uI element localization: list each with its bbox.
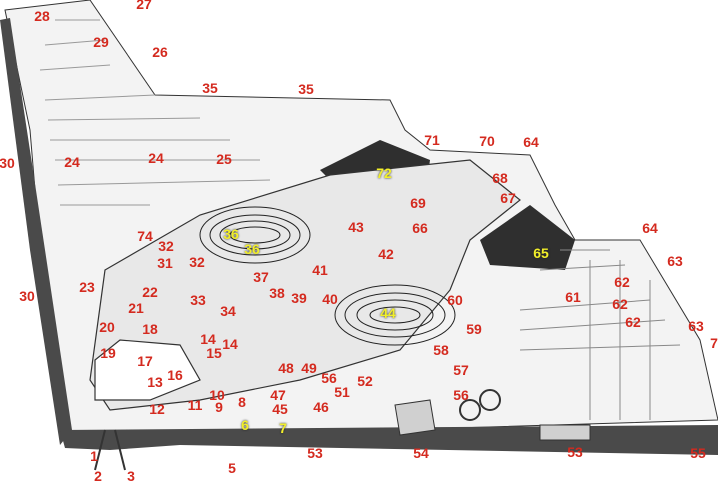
callout-label: 71 [424, 132, 440, 148]
callout-label: 39 [291, 290, 307, 306]
callout-label: 27 [136, 0, 152, 12]
callout-label: 17 [137, 353, 153, 369]
callout-label: 59 [466, 321, 482, 337]
callout-label: 64 [523, 134, 539, 150]
callout-label: 1 [90, 448, 98, 464]
callout-label: 24 [64, 154, 80, 170]
callout-label: 28 [34, 8, 50, 24]
callout-label: 65 [533, 245, 549, 261]
callout-label: 24 [148, 150, 164, 166]
lower-skin [60, 425, 718, 455]
callout-label: 35 [298, 81, 314, 97]
callout-label: 52 [357, 373, 373, 389]
callout-label: 56 [453, 387, 469, 403]
callout-label: 64 [642, 220, 658, 236]
callout-label: 36 [244, 241, 260, 257]
callout-label: 12 [149, 401, 165, 417]
wing-ribs [39, 19, 271, 206]
callout-label: 34 [220, 303, 236, 319]
callout-label: 15 [206, 345, 222, 361]
cockpit-canopy [94, 339, 201, 401]
callout-label: 72 [376, 165, 392, 181]
callout-label: 53 [567, 444, 583, 460]
callout-label: 32 [189, 254, 205, 270]
callout-label: 13 [147, 374, 163, 390]
callout-label: 37 [253, 269, 269, 285]
callout-label: 43 [348, 219, 364, 235]
callout-label: 49 [301, 360, 317, 376]
right-wing-ribs [519, 249, 681, 420]
callout-label: 40 [322, 291, 338, 307]
callout-label: 19 [100, 345, 116, 361]
leading-edge-skin [0, 18, 72, 445]
callout-label: 67 [500, 190, 516, 206]
callout-label: 36 [223, 226, 239, 242]
callout-label: 53 [307, 445, 323, 461]
callout-label: 68 [492, 170, 508, 186]
landing-gear [94, 389, 501, 471]
callout-label: 46 [313, 399, 329, 415]
bay-door [539, 424, 591, 441]
callout-label: 38 [269, 285, 285, 301]
callout-label: 42 [378, 246, 394, 262]
callout-label: 62 [614, 274, 630, 290]
callout-label: 54 [413, 445, 429, 461]
callout-label: 45 [272, 401, 288, 417]
callout-label: 5 [228, 460, 236, 476]
callout-label: 70 [479, 133, 495, 149]
callout-label: 3 [127, 468, 135, 484]
callout-label: 30 [19, 288, 35, 304]
callout-label: 31 [157, 255, 173, 271]
callout-label: 16 [167, 367, 183, 383]
callout-label: 62 [625, 314, 641, 330]
callout-label: 69 [410, 195, 426, 211]
callout-label: 29 [93, 34, 109, 50]
callout-label: 33 [190, 292, 206, 308]
callout-label: 6 [241, 417, 249, 433]
engine-bay-wall-lower [480, 205, 575, 270]
callout-label: 63 [688, 318, 704, 334]
callout-label: 74 [137, 228, 153, 244]
callout-label: 7 [279, 420, 287, 436]
callout-label: 8 [238, 394, 246, 410]
callout-label: 56 [321, 370, 337, 386]
callout-label: 11 [187, 397, 203, 413]
callout-label: 26 [152, 44, 168, 60]
callout-label: 22 [142, 284, 158, 300]
callout-label: 66 [412, 220, 428, 236]
callout-label: 44 [380, 305, 396, 321]
callout-label: 55 [690, 445, 706, 461]
callout-label: 51 [334, 384, 350, 400]
callout-label: 23 [79, 279, 95, 295]
callout-label: 57 [453, 362, 469, 378]
bay-door [394, 399, 436, 436]
callout-label: 60 [447, 292, 463, 308]
callout-label: 63 [667, 253, 683, 269]
callout-label: 32 [158, 238, 174, 254]
callout-label: 18 [142, 321, 158, 337]
callout-label: 41 [312, 262, 328, 278]
engine-upper [199, 206, 311, 264]
callout-label: 47 [270, 387, 286, 403]
callout-label: 61 [565, 289, 581, 305]
callout-label: 30 [0, 155, 15, 171]
callout-label: 14 [200, 331, 216, 347]
engine-lower [334, 284, 456, 346]
callout-label: 10 [209, 387, 225, 403]
callout-label: 35 [202, 80, 218, 96]
callout-label: 62 [612, 296, 628, 312]
callout-label: 2 [94, 468, 102, 484]
fuselage-structure [89, 159, 521, 411]
callout-label: 58 [433, 342, 449, 358]
callout-label: 48 [278, 360, 294, 376]
callout-label: 14 [222, 336, 238, 352]
callout-label: 9 [215, 399, 223, 415]
callout-label: 21 [128, 300, 144, 316]
callout-label: 20 [99, 319, 115, 335]
callout-label: 7 [710, 335, 718, 351]
callout-label: 25 [216, 151, 232, 167]
